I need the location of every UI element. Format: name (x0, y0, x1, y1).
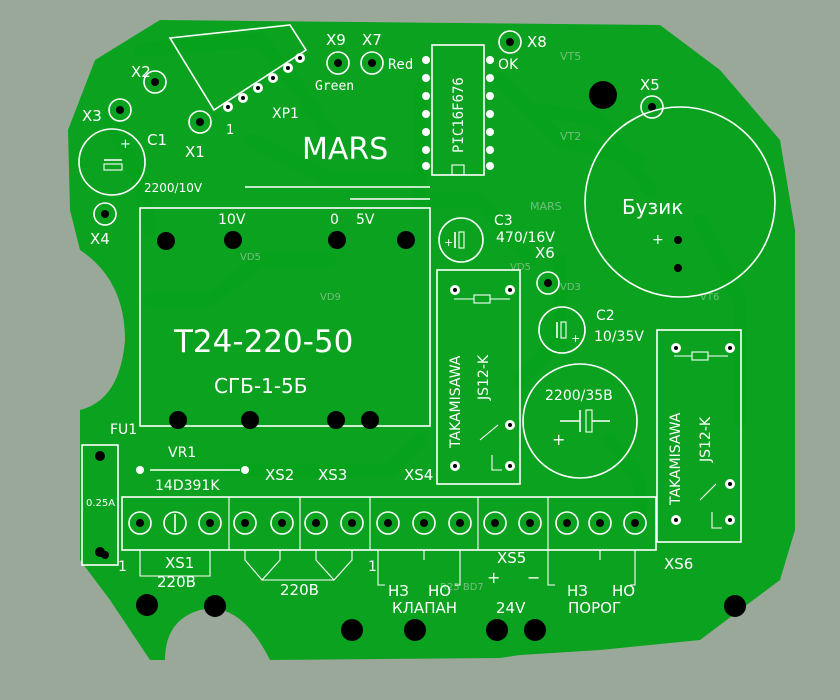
nz1-label: НЗ (388, 582, 409, 600)
varistor (136, 466, 249, 474)
xs6-label: XS6 (664, 555, 693, 573)
svg-text:VD9: VD9 (320, 292, 341, 303)
x7-label: X7 (362, 31, 382, 49)
svg-text:+: + (444, 236, 453, 249)
ic-part-label: PIC16F676 (451, 77, 467, 153)
pin1-right: 1 (368, 559, 377, 575)
xs2-label: XS2 (265, 466, 294, 484)
svg-text:+: + (552, 430, 565, 449)
svg-text:VD5: VD5 (240, 252, 261, 263)
no1-label: НО (428, 582, 451, 600)
xs3-label: XS3 (318, 466, 347, 484)
c1-capacitor: + (78, 128, 146, 196)
xp1-label: XP1 (272, 106, 299, 122)
x9-label: X9 (326, 31, 346, 49)
svg-text:+: + (571, 332, 580, 345)
minus-label: − (527, 568, 540, 587)
svg-text:VT2: VT2 (560, 130, 581, 143)
wiring-annotations (139, 550, 636, 586)
fuse (81, 444, 119, 566)
copper-traces (103, 33, 747, 527)
relay1-model: JS12-K (476, 354, 492, 401)
v24-label: 24V (496, 599, 526, 617)
x5-label: X5 (640, 76, 660, 94)
terminal-screws (128, 511, 647, 535)
pic-ic: PIC16F676 (422, 44, 494, 176)
transformer-sub: СГБ-1-5Б (214, 374, 308, 398)
relay-2: TAKAMISAWA JS12-K (656, 329, 742, 543)
c3-value: 470/16V (496, 230, 555, 246)
c2-capacitor: + (538, 306, 586, 354)
c2-ref: C2 (596, 308, 615, 324)
v220a-label: 220В (157, 573, 196, 591)
v220b-label: 220В (280, 581, 319, 599)
svg-text:VT5: VT5 (560, 50, 581, 63)
x8-label: X8 (527, 33, 547, 51)
plus-label: + (487, 568, 500, 587)
nz2-label: НЗ (567, 582, 588, 600)
tr-pin-10v: 10V (218, 212, 246, 228)
relay2-model: JS12-K (698, 416, 714, 463)
transformer (139, 207, 431, 429)
relay1-brand: TAKAMISAWA (448, 355, 464, 449)
no2-label: НО (612, 582, 635, 600)
svg-text:MARS: MARS (530, 200, 562, 213)
varistor-value: 14D391K (155, 478, 220, 494)
big-capacitor: + (522, 363, 638, 479)
ic-pins (422, 56, 494, 170)
c2-value: 10/35V (594, 329, 644, 345)
big-cap-value: 2200/35B (545, 388, 613, 404)
svg-text:VD5: VD5 (510, 262, 531, 273)
valve-label: КЛАПАН (392, 599, 457, 617)
c3-capacitor: + (438, 217, 484, 263)
c1-ref: C1 (147, 131, 167, 149)
c1-value: 2200/10V (144, 181, 203, 195)
x4-label: X4 (90, 230, 110, 248)
x3-label: X3 (82, 107, 102, 125)
c3-ref: C3 (494, 213, 513, 229)
svg-text:R25 BD7: R25 BD7 (440, 582, 484, 593)
x6-label: X6 (535, 244, 555, 262)
terminal-block (121, 496, 657, 551)
ok-label: OK (498, 57, 519, 73)
tr-pin-0: 0 (330, 212, 339, 228)
relay-1: TAKAMISAWA JS12-K (436, 269, 521, 485)
fuse-value: 0.25A (86, 498, 115, 509)
xp1-pin1: 1 (226, 123, 234, 138)
board-outline (68, 20, 795, 660)
varistor-ref: VR1 (168, 445, 196, 461)
x2-label: X2 (131, 63, 151, 81)
test-points (93, 30, 664, 295)
ghost-silk: VT5 VT2 MARS VD5 VD9 VD5 VD3 VT6 R25 BD7 (240, 50, 719, 593)
green-label: Green (315, 79, 354, 94)
svg-text:+: + (120, 137, 131, 152)
tr-pin-5v: 5V (356, 212, 375, 228)
fuse-ref: FU1 (110, 422, 137, 438)
xs5-label: XS5 (497, 549, 526, 567)
xp1-header (168, 24, 308, 112)
mounting-holes (101, 81, 746, 641)
x1-label: X1 (185, 143, 205, 161)
buzzer-label: Бузик (622, 195, 683, 219)
buzzer: + (584, 106, 776, 298)
transformer-model: T24-220-50 (173, 324, 353, 360)
xs1-label: XS1 (165, 554, 194, 572)
svg-text:+: + (652, 232, 664, 248)
svg-text:VD3: VD3 (560, 282, 581, 293)
red-label: Red (388, 57, 413, 73)
board-title: MARS (302, 132, 388, 167)
threshold-label: ПОРОГ (568, 599, 621, 617)
relay2-brand: TAKAMISAWA (668, 412, 684, 506)
xs4-label: XS4 (404, 466, 433, 484)
svg-text:VT6: VT6 (700, 292, 719, 303)
pin1-left: 1 (118, 559, 127, 575)
